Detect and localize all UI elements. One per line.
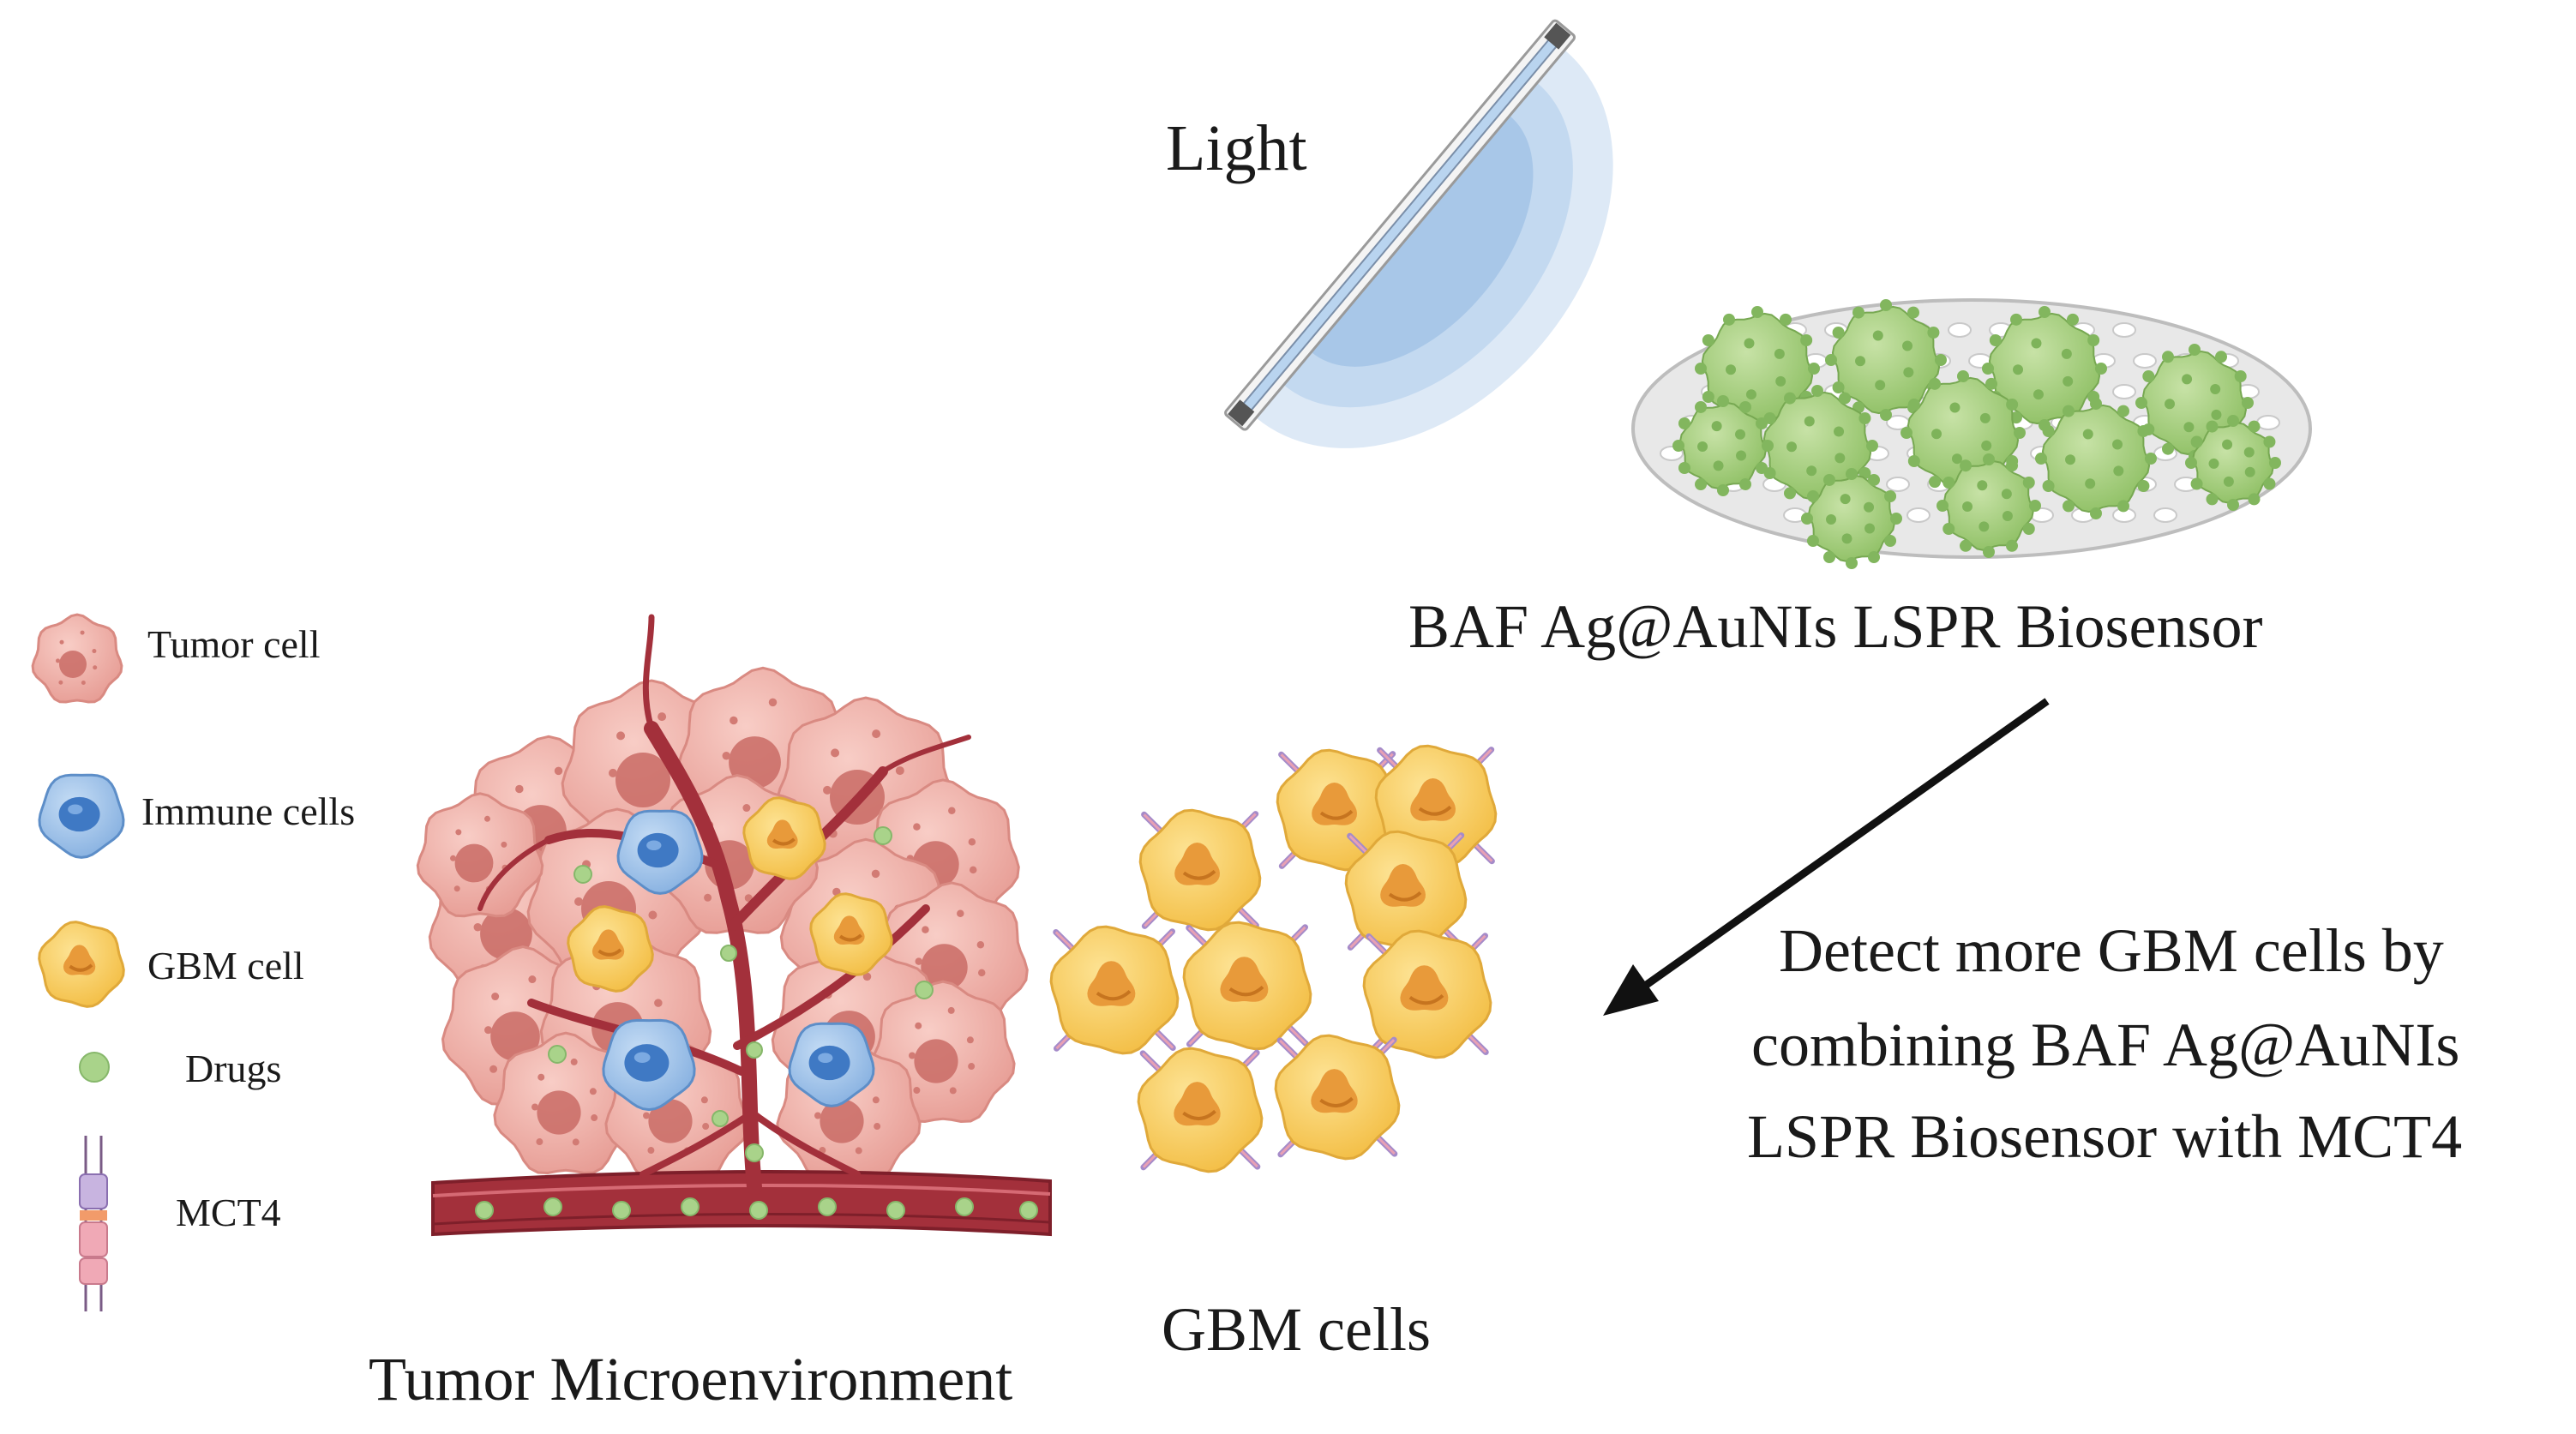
gbm-cell [1344,830,1468,953]
arrow-icon [1603,698,2050,1016]
tumor-microenvironment-label: Tumor Microenvironment [369,1345,1012,1413]
biosensor-dish-icon [1631,298,2312,569]
drug [681,1197,700,1216]
gbm-cell [1137,1047,1264,1173]
drug [548,1045,567,1064]
immune-cell [616,809,704,895]
drug [475,1201,494,1220]
detect-text-line-2: combining BAF Ag@AuNIs [1751,1011,2459,1079]
legend-immune-cells: Immune cells [141,789,355,833]
legend-mct4: MCT4 [176,1191,281,1234]
legend-gbm-cell: GBM cell [147,944,304,987]
biosensor-nanoparticle [1801,468,1902,569]
immune-cell [38,773,125,859]
detect-text-line-3: LSPR Biosensor with MCT4 [1747,1102,2462,1171]
tumor-cell-icon [31,613,123,704]
tumor-cell [31,613,123,704]
legend: Tumor cell Immune cells GBM cell Drugs M… [31,613,355,1311]
biosensor-nanoparticle [1825,299,1947,421]
biosensor-nanoparticle [1672,395,1774,496]
drug [746,1041,763,1059]
drug [1019,1201,1038,1220]
gbm-cell [567,905,654,993]
immune-cell [602,1018,696,1112]
drug [818,1197,837,1216]
drug-icon [79,1052,110,1083]
gbm-cell [809,892,893,976]
drug [915,981,934,999]
mct4-icon [79,1136,108,1311]
drug [745,1143,764,1162]
biosensor-nanoparticle [2035,398,2157,519]
light-lamp-icon [1224,19,1613,448]
gbm-cells-cluster [1049,744,1498,1173]
immune-cell [788,1022,875,1107]
biosensor-nanoparticle [1937,453,2041,558]
drug [749,1201,768,1220]
detect-text-line-1: Detect more GBM cells by [1779,916,2444,985]
gbm-cell [1049,925,1180,1055]
gbm-cell [1182,921,1312,1051]
light-label: Light [1166,112,1307,184]
drug [612,1201,631,1220]
gbm-cell [38,921,125,1008]
drug [543,1197,562,1216]
tumor-microenvironment-illustration [416,614,1052,1237]
legend-tumor-cell: Tumor cell [147,622,320,666]
drug [874,826,892,845]
drug [573,865,592,884]
gbm-cell [742,796,826,880]
legend-drugs: Drugs [185,1047,281,1090]
blood-vessel-icon [431,1169,1052,1237]
gbm-cell [1138,808,1262,932]
biosensor-label: BAF Ag@AuNIs LSPR Biosensor [1408,592,2262,661]
gbm-cells-label: GBM cells [1162,1295,1431,1364]
drug [886,1201,905,1220]
biosensor-nanoparticle [2185,415,2281,511]
tumor-cell [416,792,544,918]
gbm-cell [1274,1034,1401,1161]
tumor-cell [493,1031,639,1175]
drug [720,945,737,962]
immune-cell-icon [38,773,125,859]
drug [955,1197,974,1216]
drug [712,1110,729,1127]
gbm-cell-icon [38,921,125,1008]
gbm-cell [1362,929,1492,1059]
